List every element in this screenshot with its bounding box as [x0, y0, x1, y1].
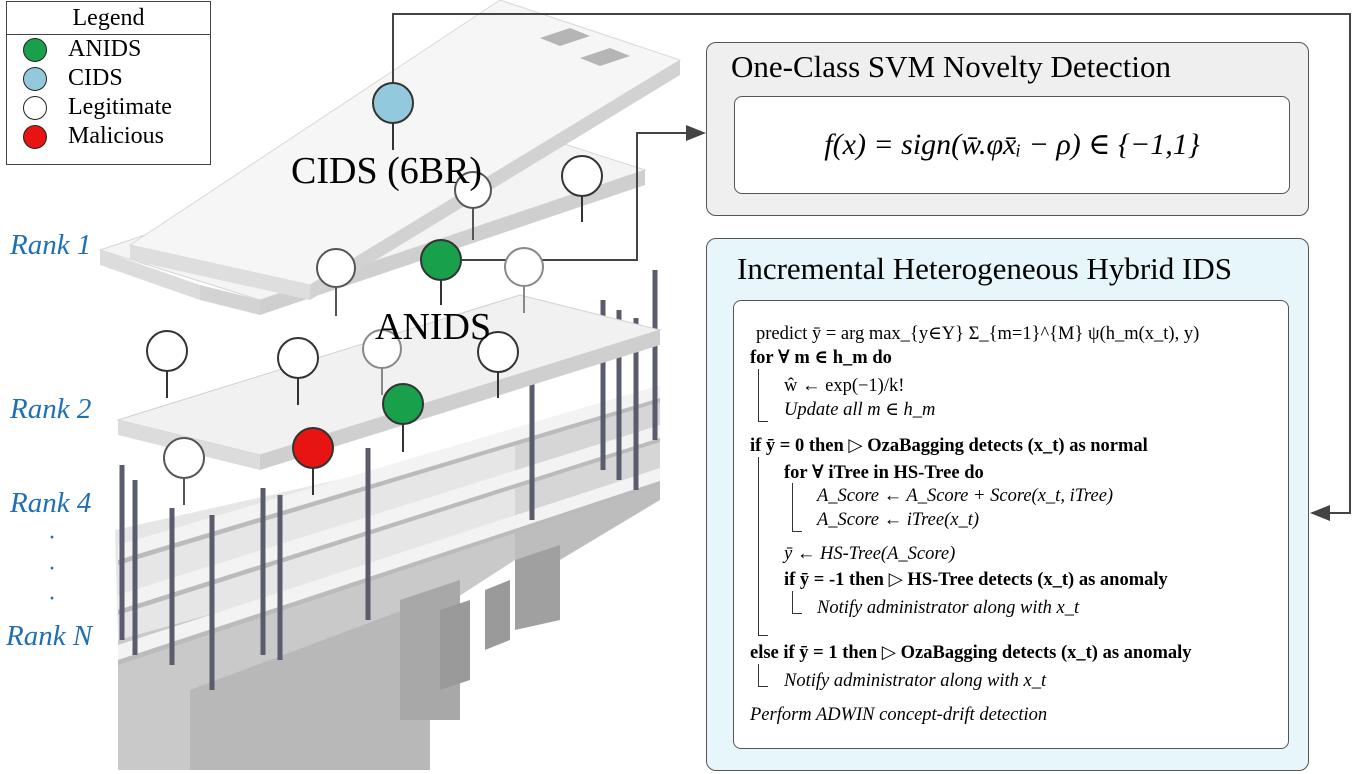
legitimate-node	[163, 437, 205, 505]
cids-label: CIDS (6BR)	[291, 150, 483, 192]
legitimate-node	[362, 329, 402, 395]
ids-box-title: Incremental Heterogeneous Hybrid IDS	[737, 251, 1232, 286]
legend-label: Malicious	[68, 123, 164, 149]
legitimate-node	[146, 330, 188, 398]
cids-node	[372, 82, 414, 150]
rank-ellipsis-dot: ·	[48, 525, 56, 551]
algorithm-line: for ∀ iTree in HS-Tree do	[784, 463, 984, 483]
svm-formula: f(x) = sign(w̄.φx̄ᵢ − ρ) ∈ {−1,1}	[824, 128, 1200, 161]
algorithm-line: Notify administrator along with x_t	[784, 671, 1047, 691]
svm-formula-panel: f(x) = sign(w̄.φx̄ᵢ − ρ) ∈ {−1,1}	[734, 96, 1290, 194]
rank-4-label: Rank 4	[10, 487, 92, 519]
building-columns	[119, 270, 658, 690]
block-bar	[758, 664, 768, 687]
block-bar	[758, 457, 768, 636]
algorithm-line: for ∀ m ∈ h_m do	[750, 348, 892, 368]
algorithm-line: A_Score ← iTree(x_t)	[817, 510, 980, 530]
legend-item-anids: ANIDS	[7, 35, 210, 64]
legend-label: ANIDS	[68, 36, 142, 62]
arrowhead-ids	[1310, 505, 1330, 521]
legitimate-node	[561, 155, 603, 222]
anids-node	[382, 383, 424, 452]
anids-label: ANIDS	[375, 306, 492, 348]
slab-top	[128, 0, 682, 300]
legend-title: Legend	[7, 2, 210, 35]
legitimate-node	[277, 337, 319, 405]
legitimate-node	[504, 247, 544, 313]
legitimate-node	[454, 171, 492, 240]
algorithm-line: else if ȳ = 1 then ▷ OzaBagging detects …	[750, 643, 1192, 663]
arrowhead-svm	[686, 125, 706, 141]
malicious-dot-icon	[23, 124, 47, 149]
legitimate-node	[477, 331, 519, 398]
legend-label: Legitimate	[68, 94, 172, 120]
algorithm-line: ȳ ← HS-Tree(A_Score)	[784, 544, 956, 564]
network-nodes	[146, 82, 603, 505]
algorithm-line: Update all m ∈ h_m	[784, 400, 936, 420]
anids-dot-icon	[23, 37, 47, 62]
legend-item-cids: CIDS	[7, 64, 210, 93]
malicious-node	[292, 427, 334, 495]
legitimate-dot-icon	[23, 95, 47, 120]
legend-label: CIDS	[68, 65, 123, 91]
algorithm-line: if ȳ = -1 then ▷ HS-Tree detects (x_t) a…	[784, 570, 1168, 590]
rank-1-label: Rank 1	[10, 229, 92, 261]
svm-box: One-Class SVM Novelty Detection f(x) = s…	[706, 42, 1309, 216]
svm-box-title: One-Class SVM Novelty Detection	[731, 49, 1171, 84]
algorithm-line: predict ȳ = arg max_{y∈Y} Σ_{m=1}^{M} ψ(…	[756, 324, 1200, 344]
cids-dot-icon	[23, 66, 47, 91]
algorithm-line: ŵ ← exp(−1)/k!	[784, 376, 905, 396]
ids-box: Incremental Heterogeneous Hybrid IDS pre…	[706, 238, 1309, 771]
building-body	[115, 385, 660, 770]
legitimate-node	[316, 248, 356, 316]
legend-item-legitimate: Legitimate	[7, 93, 210, 122]
rank-ellipsis-dot: ·	[48, 586, 56, 612]
legend: Legend ANIDS CIDS Legitimate Malicious	[6, 1, 211, 165]
algorithm-line: Perform ADWIN concept-drift detection	[750, 705, 1048, 725]
block-bar	[792, 591, 802, 614]
anids-node	[420, 239, 462, 305]
rank-ellipsis-dot: ·	[48, 556, 56, 582]
algorithm-line: Notify administrator along with x_t	[817, 598, 1080, 618]
algorithm-line: if ȳ = 0 then ▷ OzaBagging detects (x_t)…	[750, 436, 1148, 456]
rank-n-label: Rank N	[6, 620, 93, 652]
rank-2-label: Rank 2	[10, 393, 92, 425]
connector-lines	[392, 13, 1351, 514]
algorithm-panel: predict ȳ = arg max_{y∈Y} Σ_{m=1}^{M} ψ(…	[733, 300, 1289, 749]
block-bar	[792, 483, 802, 532]
block-bar	[758, 369, 768, 422]
algorithm-line: A_Score ← A_Score + Score(x_t, iTree)	[817, 486, 1114, 506]
legend-item-malicious: Malicious	[7, 122, 210, 151]
